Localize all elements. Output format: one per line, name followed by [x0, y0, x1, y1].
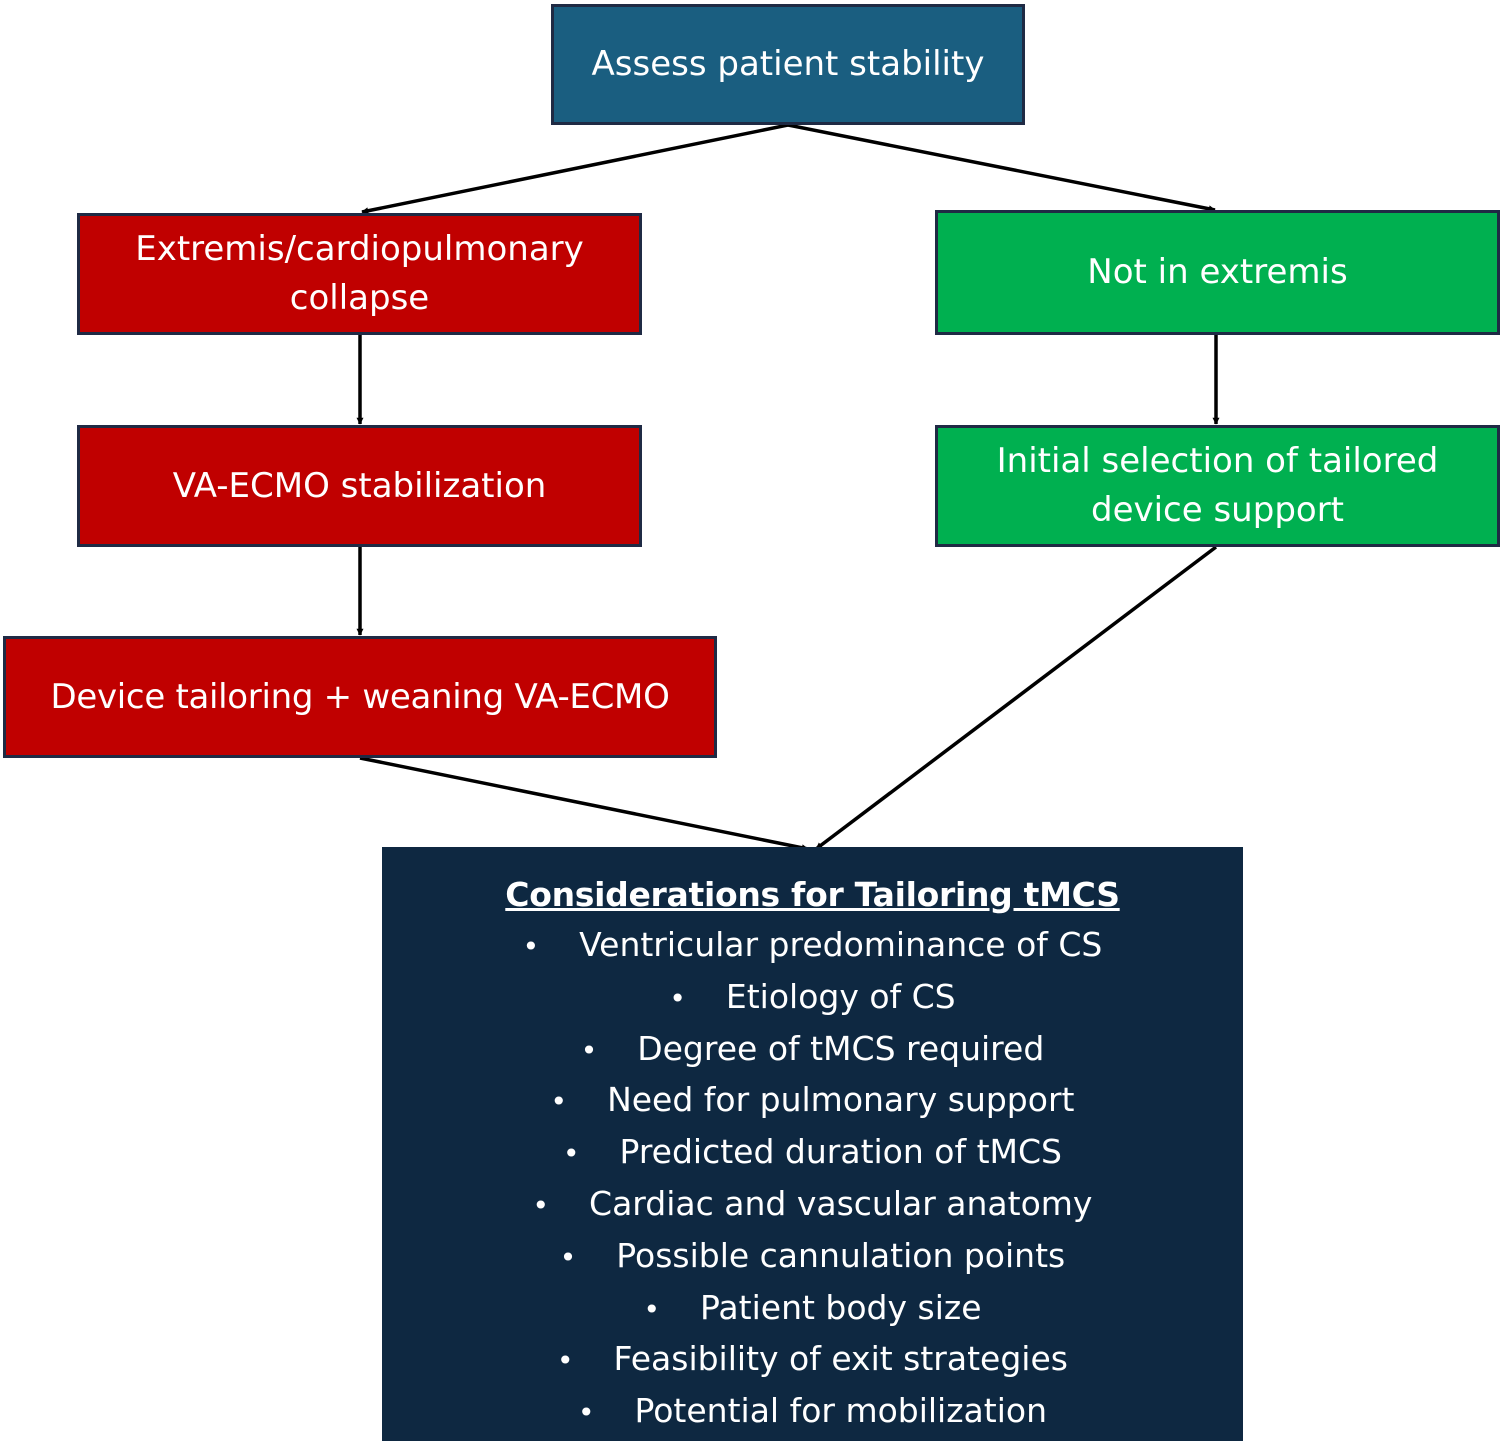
consideration-text: Cardiac and vascular anatomy	[589, 1183, 1093, 1223]
consideration-item: • Ventricular predominance of CS	[383, 920, 1242, 972]
bullet-icon: •	[550, 1085, 568, 1119]
arrow-assess-to-extremis	[361, 123, 789, 215]
consideration-item: • Potential for mobilization	[383, 1386, 1242, 1438]
consideration-item: • Feasibility of exit strategies	[383, 1334, 1242, 1386]
assess-label: Assess patient stability	[591, 44, 985, 84]
arrow-assess-to-not-extremis	[787, 123, 1216, 213]
consideration-item: • Need for pulmonary support	[383, 1075, 1242, 1127]
consideration-text: Feasibility of exit strategies	[613, 1339, 1068, 1379]
bullet-icon: •	[580, 1033, 598, 1067]
bullet-icon: •	[563, 1137, 580, 1171]
bullet-icon: •	[532, 1188, 550, 1222]
tailoring-label: Device tailoring + weaning VA-ECMO	[50, 676, 670, 717]
consideration-item: • Patient body size	[383, 1283, 1242, 1335]
consideration-item: • Predicted duration of tMCS	[383, 1127, 1242, 1179]
bullet-icon: •	[522, 930, 540, 963]
initial-label: Initial selection of tailored device sup…	[996, 441, 1439, 530]
assess-patient-stability-box: Assess patient stability	[551, 4, 1025, 125]
not-in-extremis-box: Not in extremis	[935, 210, 1500, 335]
consideration-text: Possible cannulation points	[616, 1235, 1066, 1275]
extremis-box: Extremis/cardiopulmonary collapse	[77, 213, 642, 335]
consideration-text: Predicted duration of tMCS	[619, 1132, 1062, 1172]
considerations-box: Considerations for Tailoring tMCS • Ventr…	[382, 847, 1243, 1441]
bullet-icon: •	[643, 1292, 661, 1326]
not-extremis-label: Not in extremis	[1087, 252, 1348, 292]
initial-selection-box: Initial selection of tailored device sup…	[935, 425, 1500, 547]
consideration-text: Etiology of CS	[725, 976, 956, 1016]
consideration-item: • Possible cannulation points	[383, 1231, 1242, 1283]
bullet-icon: •	[557, 1344, 574, 1378]
bullet-icon: •	[578, 1396, 595, 1430]
vaecmo-label: VA-ECMO stabilization	[172, 465, 547, 506]
consideration-item: • Etiology of CS	[383, 972, 1242, 1024]
consideration-text: Ventricular predominance of CS	[579, 925, 1103, 964]
consideration-text: Degree of tMCS required	[637, 1028, 1045, 1068]
considerations-title: Considerations for Tailoring tMCS	[505, 875, 1120, 914]
consideration-text: Potential for mobilization	[634, 1391, 1047, 1431]
consideration-text: Patient body size	[700, 1287, 982, 1327]
device-tailoring-box: Device tailoring + weaning VA-ECMO	[3, 636, 717, 758]
extremis-label: Extremis/cardiopulmonary collapse	[135, 229, 584, 318]
consideration-text: Need for pulmonary support	[607, 1080, 1075, 1120]
va-ecmo-stabilization-box: VA-ECMO stabilization	[77, 425, 642, 547]
considerations-list: • Ventricular predominance of CS • Etiolog…	[383, 920, 1242, 1438]
arrow-tailoring-to-considerations	[359, 756, 809, 852]
bullet-icon: •	[669, 981, 686, 1015]
arrow-initial-to-considerations	[814, 545, 1218, 851]
consideration-item: • Degree of tMCS required	[383, 1024, 1242, 1076]
consideration-item: • Cardiac and vascular anatomy	[383, 1179, 1242, 1231]
bullet-icon: •	[559, 1240, 577, 1274]
